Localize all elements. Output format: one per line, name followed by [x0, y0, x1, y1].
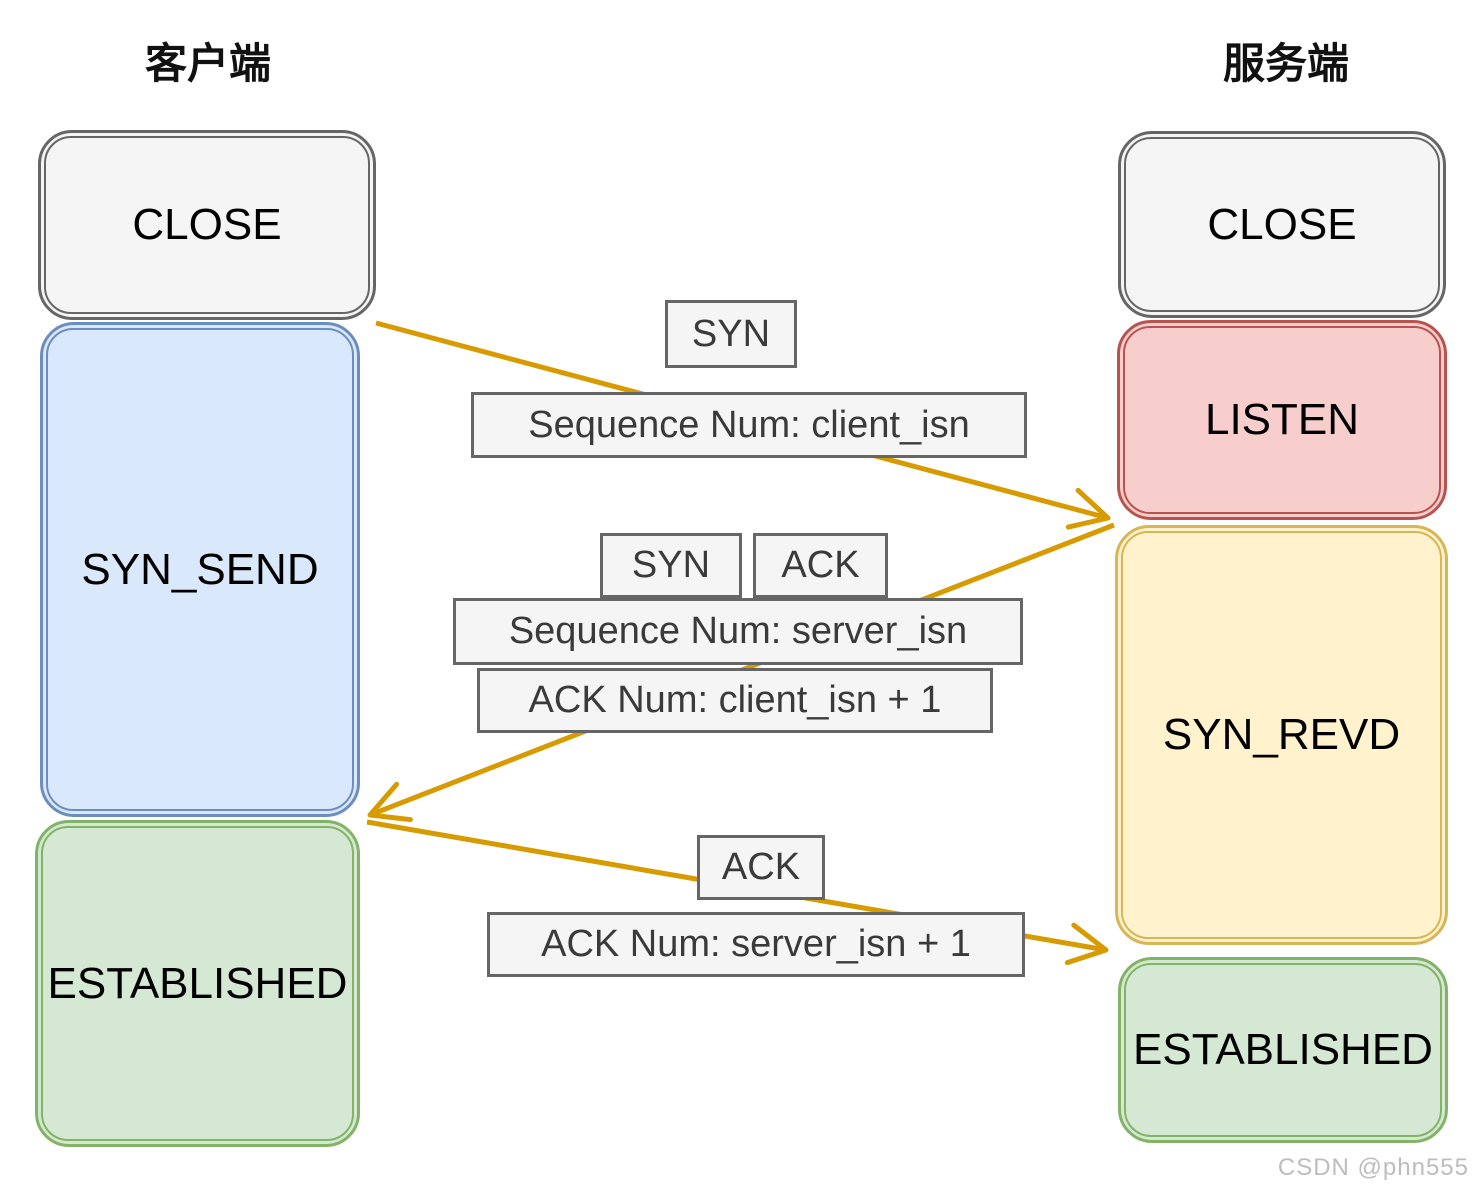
server-state-established-label: ESTABLISHED: [1133, 1025, 1433, 1074]
server-state-close: CLOSE: [1118, 131, 1446, 318]
server-state-listen-label: LISTEN: [1204, 395, 1360, 444]
client-state-established: ESTABLISHED: [35, 820, 360, 1147]
server-column-title: 服务端: [1222, 40, 1349, 87]
message-2-detail-acknum: ACK Num: client_isn + 1: [477, 668, 993, 733]
client-state-syn-send: SYN_SEND: [40, 322, 360, 817]
client-state-close-label: CLOSE: [132, 200, 282, 249]
message-2-flag-ack: ACK: [753, 533, 888, 598]
message-1-flag-syn: SYN: [665, 300, 797, 368]
server-state-close-label: CLOSE: [1207, 199, 1357, 249]
message-1-detail-sequence: Sequence Num: client_isn: [471, 392, 1027, 458]
server-state-listen: LISTEN: [1117, 320, 1447, 520]
watermark-text: CSDN @phn555: [1277, 1154, 1469, 1181]
client-column-title: 客户端: [144, 40, 271, 87]
message-3-detail-acknum: ACK Num: server_isn + 1: [487, 912, 1025, 977]
client-state-syn-send-label: SYN_SEND: [81, 544, 319, 594]
client-state-established-label: ESTABLISHED: [47, 958, 348, 1008]
message-2-detail-sequence: Sequence Num: server_isn: [453, 598, 1023, 665]
client-state-close: CLOSE: [38, 130, 376, 320]
message-3-flag-ack: ACK: [697, 835, 825, 900]
server-state-syn-revd-label: SYN_REVD: [1162, 710, 1401, 759]
server-state-syn-revd: SYN_REVD: [1115, 525, 1448, 945]
message-2-flag-syn: SYN: [600, 533, 742, 598]
server-state-established: ESTABLISHED: [1118, 957, 1448, 1143]
